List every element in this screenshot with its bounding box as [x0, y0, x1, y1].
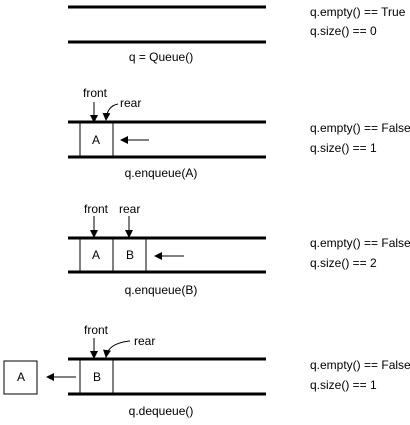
status-size: q.size() == 2 [310, 256, 377, 270]
stage-empty-queue [68, 5, 266, 44]
queue-item-label: B [125, 248, 135, 262]
queue-item-box [79, 359, 114, 394]
queue-item-label: A [91, 248, 101, 262]
queue-item-label: B [92, 370, 102, 384]
stage-caption: q = Queue() [128, 50, 194, 64]
rear-pointer-arrow [103, 340, 131, 358]
status-empty: q.empty() == False [310, 358, 410, 372]
dequeued-item-box [3, 360, 38, 395]
status-empty: q.empty() == False [310, 236, 410, 250]
front-label: front [84, 323, 109, 337]
rear-label: rear [120, 96, 142, 110]
rear-pointer-arrow [102, 103, 119, 121]
queue-item-box [112, 238, 147, 272]
queue-item-box [79, 122, 114, 157]
stage-dequeue [3, 338, 266, 396]
stage-caption: q.enqueue(B) [124, 283, 198, 297]
status-empty: q.empty() == False [310, 121, 410, 135]
stage-enqueue-a [68, 102, 266, 159]
dequeued-item-label: A [16, 370, 26, 384]
status-size: q.size() == 0 [310, 24, 377, 38]
rear-label: rear [134, 334, 156, 348]
status-size: q.size() == 1 [310, 141, 377, 155]
front-label: front [83, 86, 108, 100]
rear-label: rear [119, 202, 141, 216]
queue-item-label: A [91, 133, 101, 147]
status-size: q.size() == 1 [310, 378, 377, 392]
queue-item-box [79, 238, 114, 272]
status-empty: q.empty() == True [310, 5, 406, 19]
stage-caption: q.dequeue() [128, 404, 194, 418]
stage-caption: q.enqueue(A) [124, 166, 198, 180]
front-label: front [84, 202, 109, 216]
stage-enqueue-b [68, 216, 266, 274]
